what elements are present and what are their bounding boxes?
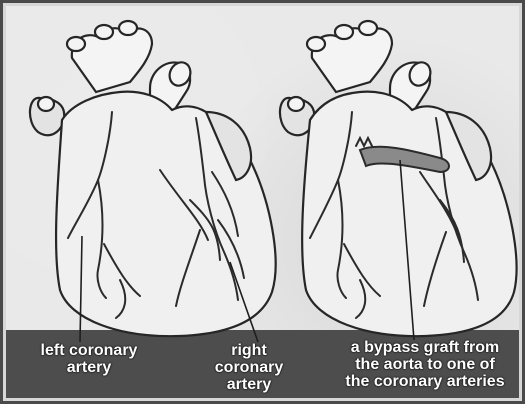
- right-heart-atrium-opening: [288, 97, 304, 111]
- left-coronary-label-line-2: artery: [24, 359, 154, 376]
- left-heart-vessel-opening-3: [119, 21, 137, 35]
- right-heart-body: [302, 92, 516, 337]
- right-heart-aortic-arch: [312, 28, 392, 92]
- right-heart-vessel-opening-1: [307, 37, 325, 51]
- left-heart-vessel-opening-2: [95, 25, 113, 39]
- left-coronary-artery-label: left coronary artery: [24, 342, 154, 376]
- right-heart-vessel-opening-3: [359, 21, 377, 35]
- bypass-label-line-2: the aorta to one of: [330, 356, 520, 373]
- right-coronary-label-line-1: right: [203, 342, 295, 359]
- bypass-graft-label: a bypass graft from the aorta to one of …: [330, 339, 520, 390]
- left-heart-atrium-opening: [38, 97, 54, 111]
- left-heart-aortic-arch: [72, 28, 152, 92]
- right-coronary-label-line-3: artery: [203, 376, 295, 393]
- right-heart: [280, 21, 517, 340]
- right-coronary-artery-label: right coronary artery: [203, 342, 295, 393]
- right-heart-vessel-opening-2: [335, 25, 353, 39]
- right-coronary-label-line-2: coronary: [203, 359, 295, 376]
- bypass-label-line-3: the coronary arteries: [330, 373, 520, 390]
- bypass-label-line-1: a bypass graft from: [330, 339, 520, 356]
- left-heart: [30, 21, 276, 342]
- left-coronary-label-line-1: left coronary: [24, 342, 154, 359]
- left-heart-vessel-opening-1: [67, 37, 85, 51]
